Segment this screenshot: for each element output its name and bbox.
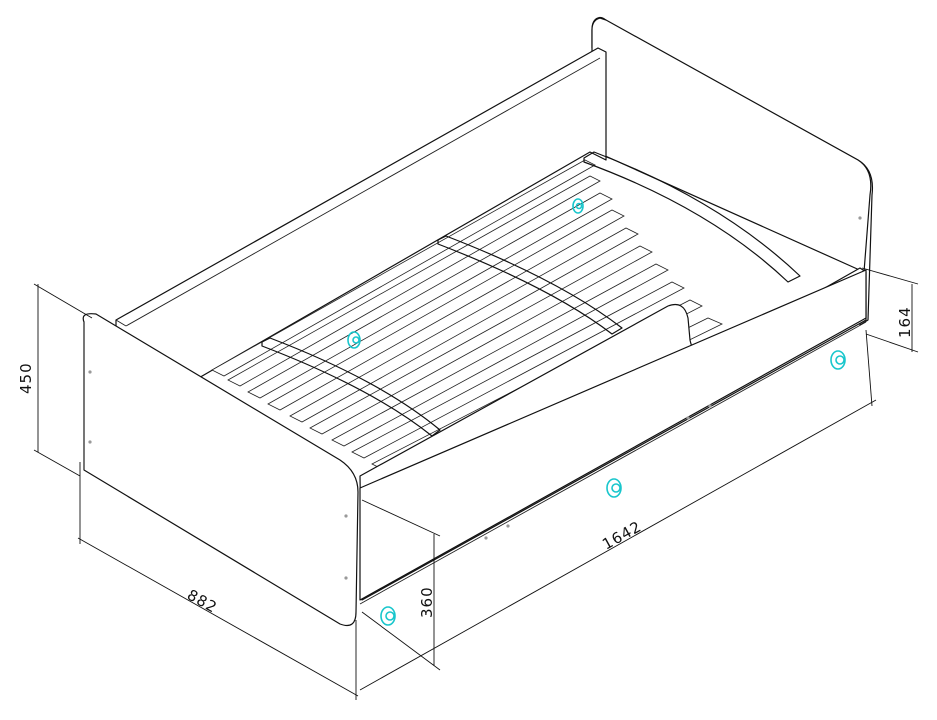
dimension-side-height-label: 164 (896, 306, 914, 338)
wheel-icon (606, 478, 622, 498)
dimension-height-label: 450 (17, 362, 35, 394)
dimension-height: 450 (17, 283, 93, 477)
wheel-icon (572, 198, 584, 214)
back-headboard-face (591, 17, 872, 273)
dimension-drawer-height-label: 360 (418, 586, 436, 618)
dimension-side-height: 164 (861, 267, 919, 353)
drawer-front (359, 269, 867, 601)
dimension-width-label: 882 (184, 586, 220, 617)
wheel-icon (380, 606, 396, 626)
wheel-icon (347, 331, 361, 349)
wheel-icon (830, 350, 846, 370)
dimension-drawer-height: 360 (361, 499, 441, 671)
mounting-holes (88, 216, 862, 580)
dimension-length-label: 1642 (599, 517, 645, 553)
wheels (347, 198, 846, 626)
support-beams (261, 151, 801, 437)
